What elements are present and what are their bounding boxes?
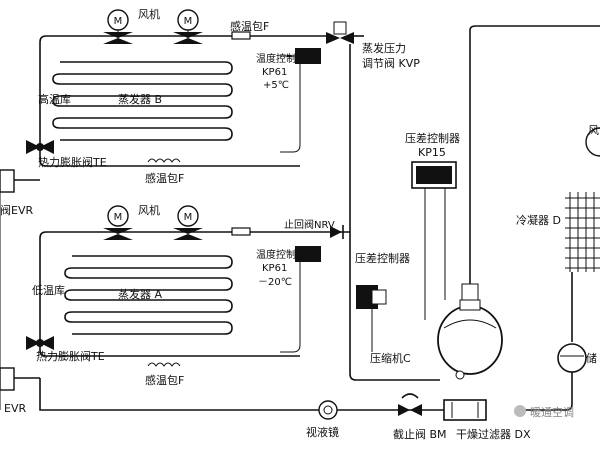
fan-right [585,127,600,157]
fan-bottom-label: 风机 [138,203,160,217]
kp61-top-label: KP61 [262,67,287,78]
fan-top-2: M [173,9,203,44]
bottom-suction-pipe [39,231,350,340]
temp-bottom-label: －20℃ [258,277,292,288]
diff-ctrl-kp15-label: 压差控制器 [405,131,460,145]
controller-top-line [280,64,301,153]
low-temp-room: M M 风机 止回阀NRV 温度控制器 KP61 －20℃ 低温库 蒸发器 A [0,203,350,415]
evp-regulator-kvp [326,21,440,381]
evr-top-label: 阀EVR [0,203,33,217]
condenser-d [565,192,600,342]
evaporator-b-label: 蒸发器 B [118,92,162,106]
evp-regulator-label-2: 调节阀 KVP [362,56,420,70]
fan-bottom-1: M [103,205,133,240]
discharge-line [469,25,600,31]
high-room-label: 高温库 [38,92,71,106]
shutoff-valve-label: 截止阀 BM [393,427,447,441]
txv-top-label: 热力膨胀阀TE [38,155,107,169]
txv-bottom-label: 热力膨胀阀TE [36,349,105,363]
bottom-bottom-pipe [39,340,300,357]
receiver [557,343,587,398]
sensor-bulb-bottom [231,227,251,236]
solenoid-evr-bottom [0,367,15,391]
sensor-bulb-bottom-label: 感温包F [145,374,184,387]
fan-top-label: 风机 [138,7,160,21]
receiver-label: 储 [586,351,597,365]
filter-dryer-dx [443,399,487,421]
sensor-coil-top [147,158,181,163]
evaporator-b-coils [52,61,233,141]
temp-top-label: +5℃ [263,80,289,91]
liquid-line [39,378,573,411]
evaporator-a-coils [64,255,233,335]
sight-glass [318,400,338,420]
condenser-label: 冷凝器 D [516,213,561,227]
shutoff-valve-bm [398,393,422,416]
low-room-label: 低温库 [32,284,65,297]
filter-dryer-label: 干燥过滤器 DX [456,428,531,441]
fan-right-label: 风 [588,124,599,137]
temp-controller-bottom [295,246,321,262]
diff-ctrl-2-label: 压差控制器 [355,251,410,265]
sensor-top-label: 感温包F [230,20,269,33]
motor-label: M [184,16,193,27]
diff-pressure-controller-kp15 [411,161,457,320]
compressor-label: 压缩机C [370,351,411,365]
temp-ctrl-bottom-label: 温度控制器 [256,248,306,261]
fan-top-1: M [103,9,133,44]
motor-label: M [184,212,193,223]
watermark: 暖通空调 [514,405,574,419]
sight-glass-label: 视液镜 [306,425,339,439]
temp-controller-top [295,48,321,64]
evaporator-a-label: 蒸发器 A [118,287,162,301]
main-suction-line [349,44,440,381]
sensor-bulb-top [231,31,251,40]
sensor-bulb-top-label: 感温包F [145,172,184,185]
kp61-bottom-label: KP61 [262,263,287,274]
fan-bottom-2: M [173,205,203,240]
temp-ctrl-top-label: 温度控制器 [256,52,306,65]
solenoid-evr-top [0,169,15,193]
motor-label: M [114,212,123,223]
motor-label: M [114,16,123,27]
watermark-text: 暖通空调 [530,405,574,419]
diff-pressure-controller-2 [356,285,387,352]
txv-top [26,140,54,154]
top-bottom-pipe [39,150,300,167]
high-temp-room: M M 风机 感温包F 温度控制器 KP61 +5℃ 高温库 蒸发器 B [0,7,330,217]
top-suction-pipe [39,35,330,150]
txv-bottom [26,336,54,350]
check-valve-nrv [330,225,344,239]
evp-regulator-label: 蒸发压力 [362,41,406,55]
sensor-coil-bottom [147,362,181,367]
evr-bottom-label: EVR [4,402,26,415]
check-valve-label: 止回阀NRV [284,218,335,231]
compressor-c [437,30,503,380]
kp15-label: KP15 [418,146,446,159]
